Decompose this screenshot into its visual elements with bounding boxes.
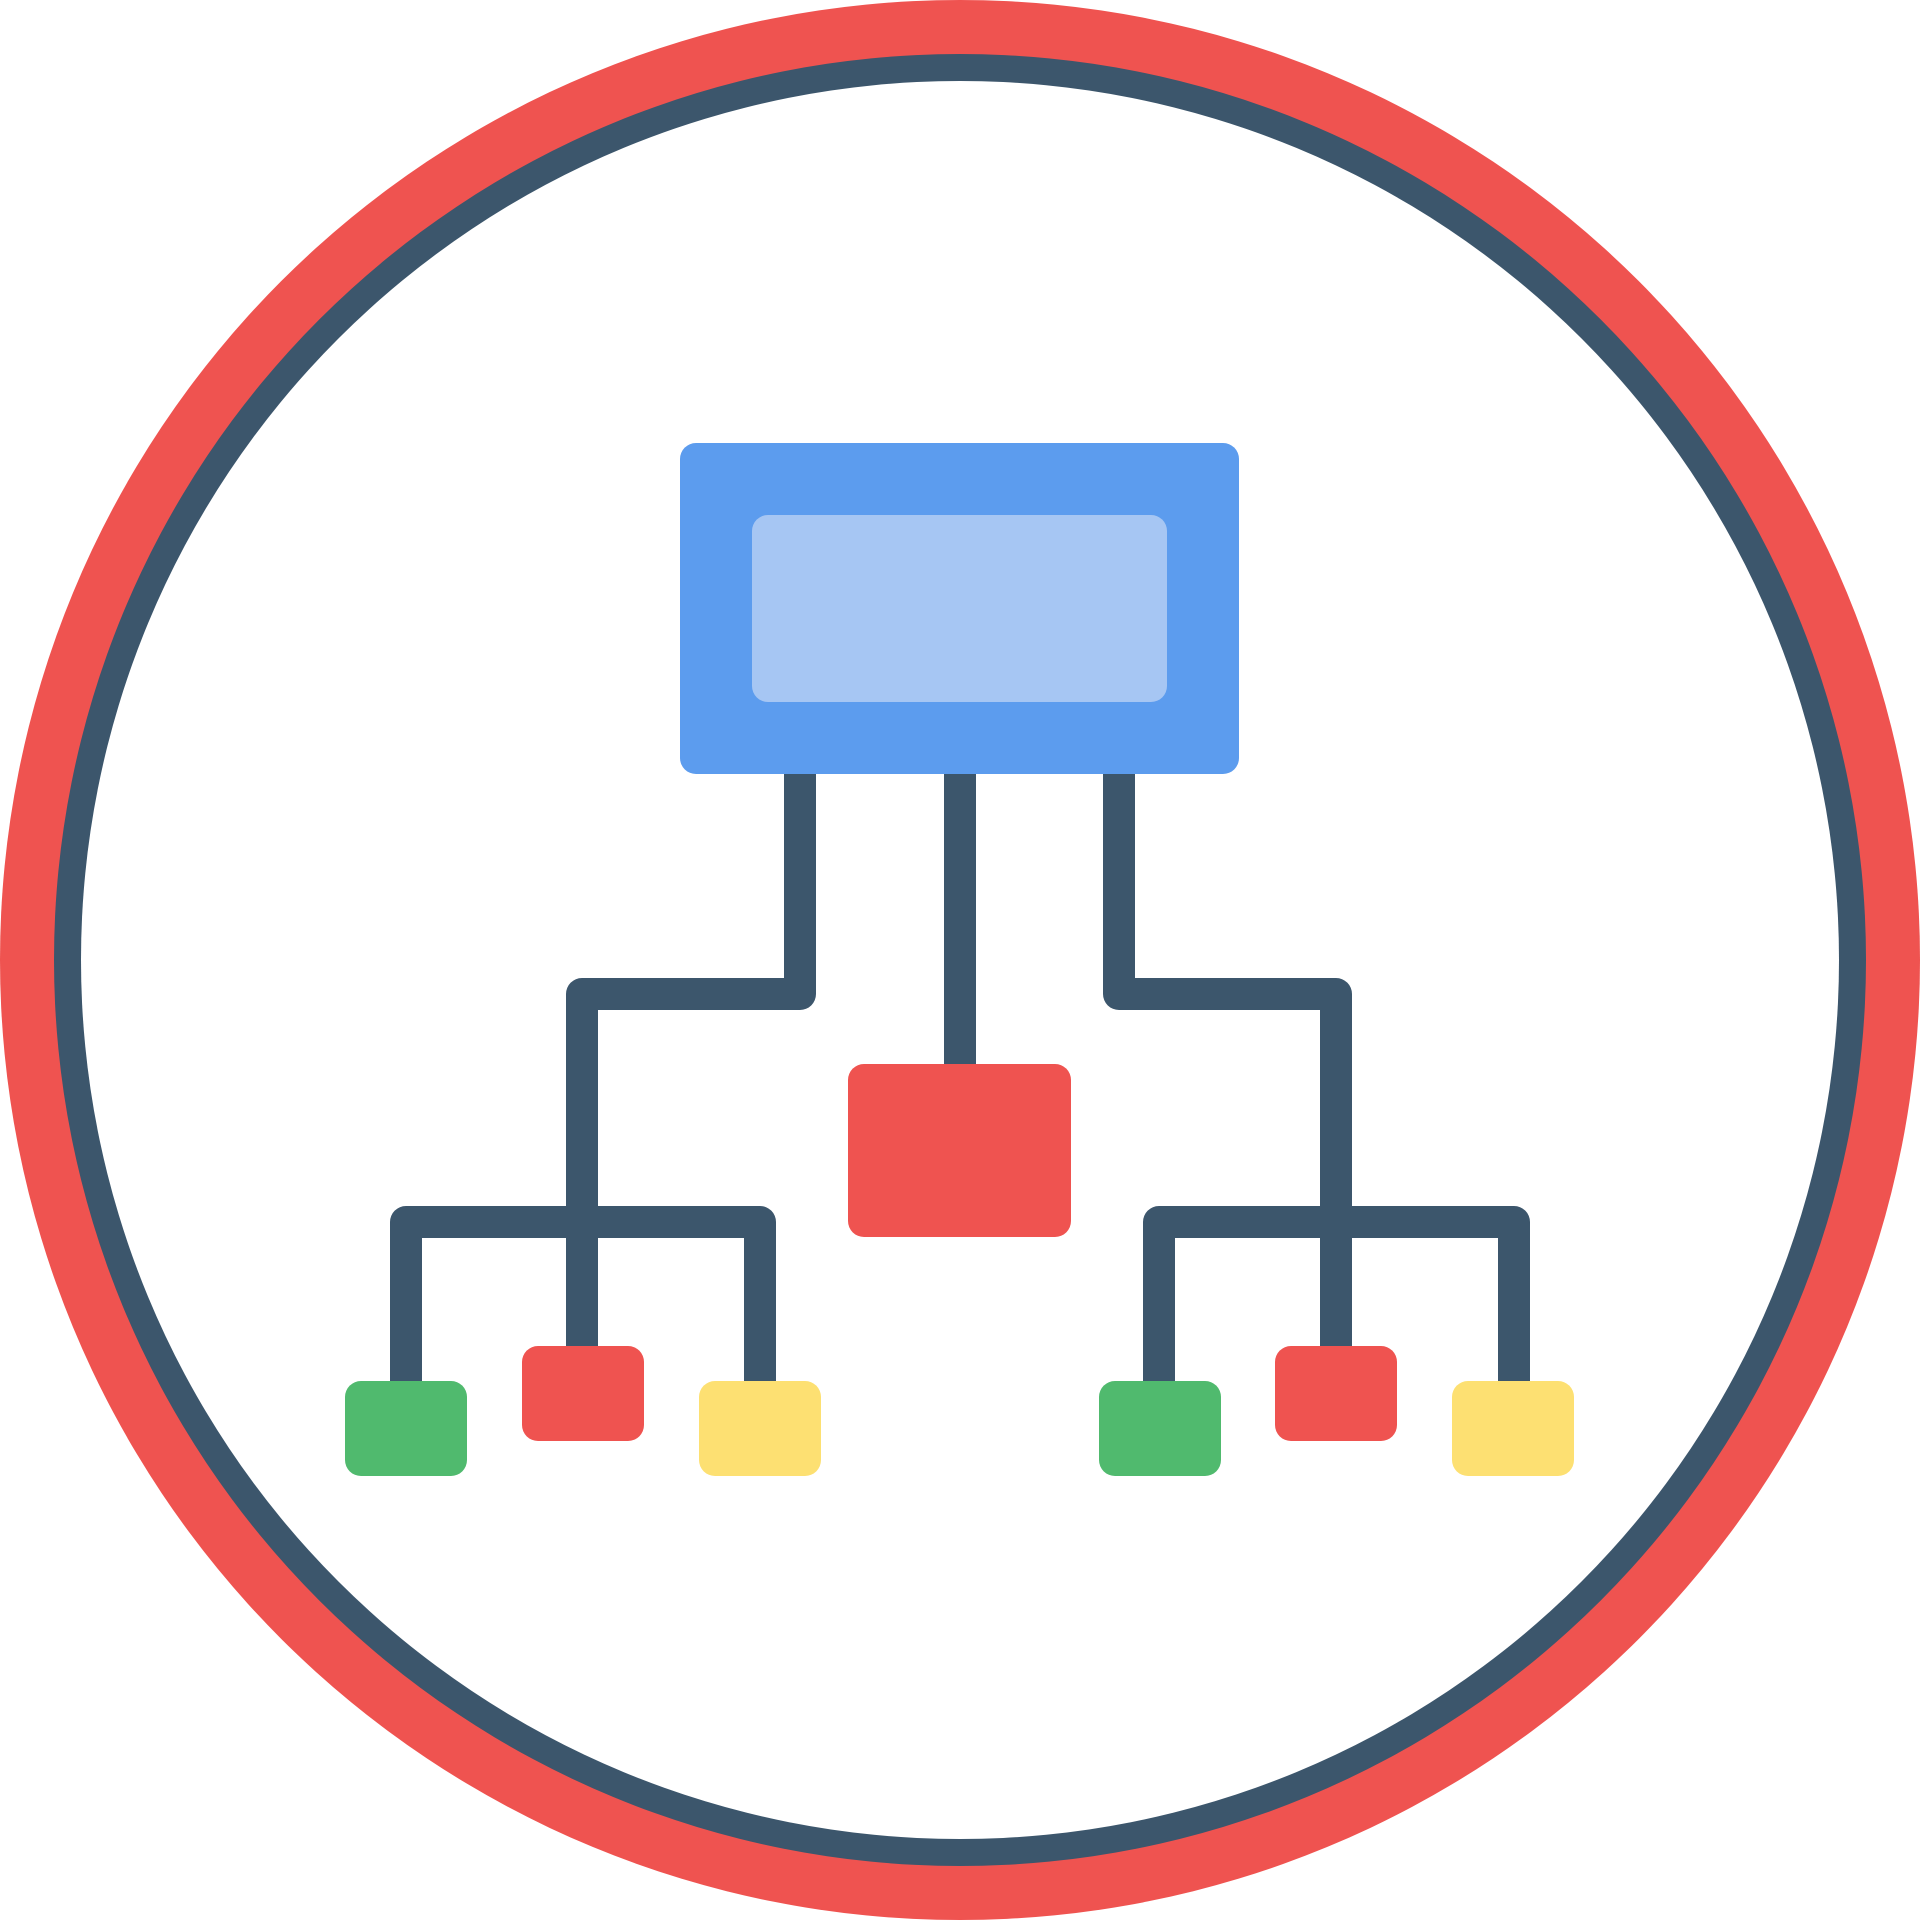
connector-root-left bbox=[566, 770, 816, 1222]
connector-root-right bbox=[1103, 770, 1352, 1222]
leaf-node-yellow-right bbox=[1452, 1381, 1574, 1476]
leaf-node-green-right bbox=[1099, 1381, 1221, 1476]
center-node bbox=[848, 1064, 1071, 1237]
leaf-node-yellow-left bbox=[699, 1381, 821, 1476]
root-node-inner-panel bbox=[752, 515, 1167, 702]
connector-lines bbox=[390, 770, 1530, 1382]
leaf-node-red-left bbox=[522, 1346, 644, 1441]
leaf-node-green-left bbox=[345, 1381, 467, 1476]
leaf-node-red-right bbox=[1275, 1346, 1397, 1441]
